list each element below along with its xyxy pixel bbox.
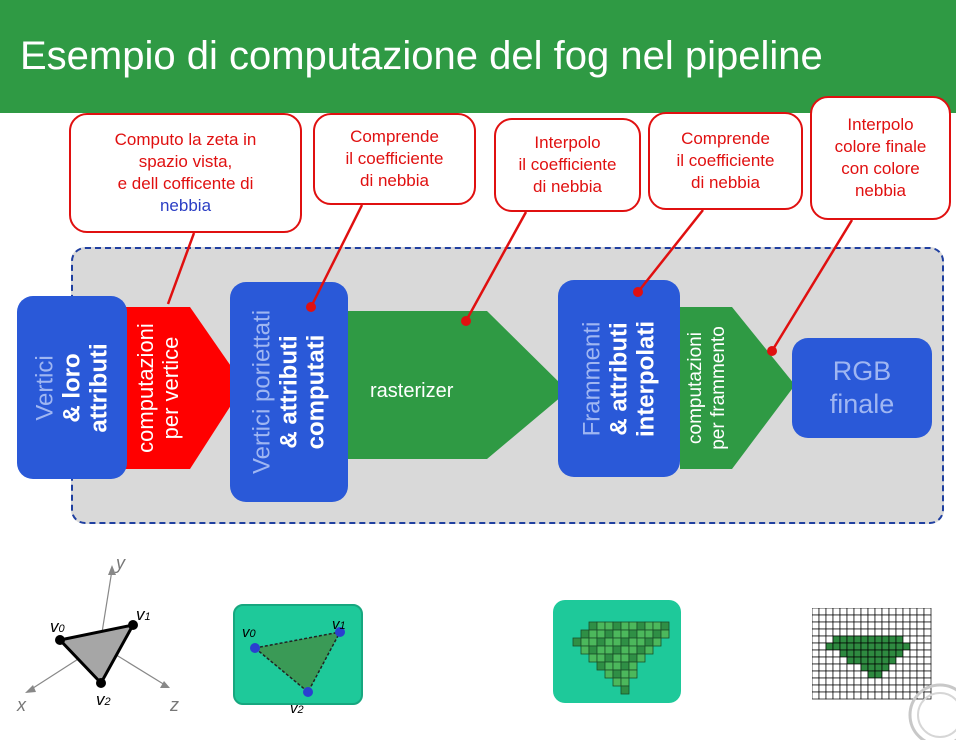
callout-4-line-2: il coefficiente: [676, 151, 775, 170]
callout-3-line-1: Interpolo: [534, 133, 601, 152]
callout-compute-coefficient-1: Comprende il coefficiente di nebbia: [313, 113, 476, 205]
callout-1-line-3: e dell cofficente di: [117, 174, 254, 193]
y-axis-label: y: [116, 553, 125, 573]
fragments-panel: [553, 600, 681, 703]
finale-label: finale: [829, 389, 895, 419]
callout-interpolate-coefficient: Interpolo il coefficiente di nebbia: [494, 118, 641, 212]
x-axis-label: x: [17, 695, 26, 715]
v2-label: v2: [96, 690, 111, 709]
v1-projected-label: v1: [332, 616, 346, 633]
callout-4-line-1: Comprende: [681, 129, 770, 148]
connector-4-dot: [633, 287, 643, 297]
callout-3-line-2: il coefficiente: [518, 155, 617, 174]
callout-interpolate-color: Interpolo colore finale con colore nebbi…: [810, 96, 951, 220]
pipeline-arrows: [122, 307, 795, 469]
fragments-grid: [572, 621, 670, 695]
pixel-grid-illustration: [812, 608, 932, 700]
projected-triangle: [250, 627, 345, 697]
connector-5: [770, 219, 854, 352]
callout-2-line-2: il coefficiente: [345, 149, 444, 168]
v0-label: v0: [50, 617, 65, 636]
callout-connectors: [166, 204, 854, 356]
callout-2-line-1: Comprende: [350, 127, 439, 146]
callout-1-line-2: spazio vista,: [138, 152, 233, 171]
callout-5-line-3: con colore: [841, 159, 920, 178]
callout-5-line-4: nebbia: [854, 181, 907, 200]
university-seal: [908, 683, 956, 740]
callout-compute-coefficient-2: Comprende il coefficiente di nebbia: [648, 112, 803, 210]
triangle-shape: [57, 622, 136, 686]
callout-3-line-3: di nebbia: [532, 177, 602, 196]
connector-2: [309, 204, 364, 308]
connector-3: [464, 211, 528, 322]
projected-triangle-panel: [233, 604, 363, 705]
vertici-box: Vertici & loro attributi: [17, 296, 127, 479]
callout-1-line-4: nebbia: [159, 196, 212, 215]
z-axis-label: z: [170, 695, 179, 715]
triangle-axes-illustration: [25, 565, 170, 693]
rasterizer-label: rasterizer: [370, 380, 454, 402]
rgb-label: RGB: [832, 356, 892, 386]
rgb-final-box: RGB finale: [792, 338, 932, 438]
callout-5-line-1: Interpolo: [847, 115, 914, 134]
title-bar: Esempio di computazione del fog nel pipe…: [0, 0, 956, 113]
fragments-box: Frammenti & attributi interpolati: [558, 280, 680, 477]
callout-5-line-2: colore finale: [834, 137, 927, 156]
connector-2-dot: [306, 302, 316, 312]
rasterizer-arrow: [345, 311, 568, 459]
callout-vertex-computation: Computo la zeta in spazio vista, e dell …: [69, 113, 302, 233]
projected-vertices-box: Vertici poriettati & attributi computati: [230, 282, 348, 502]
callout-1-line-1: Computo la zeta in: [114, 130, 257, 149]
connector-3-dot: [461, 316, 471, 326]
connector-1: [166, 232, 196, 305]
callout-2-line-3: di nebbia: [359, 171, 429, 190]
v0-projected-label: v0: [242, 624, 256, 641]
connector-5-dot: [767, 346, 777, 356]
vertex-computation-arrow: [122, 307, 244, 469]
page-title: Esempio di computazione del fog nel pipe…: [20, 34, 823, 78]
fragment-computation-arrow: [680, 307, 795, 469]
connector-4: [637, 209, 704, 293]
callout-4-line-3: di nebbia: [690, 173, 760, 192]
v1-label: v1: [136, 605, 151, 624]
v2-projected-label: v2: [290, 700, 304, 717]
